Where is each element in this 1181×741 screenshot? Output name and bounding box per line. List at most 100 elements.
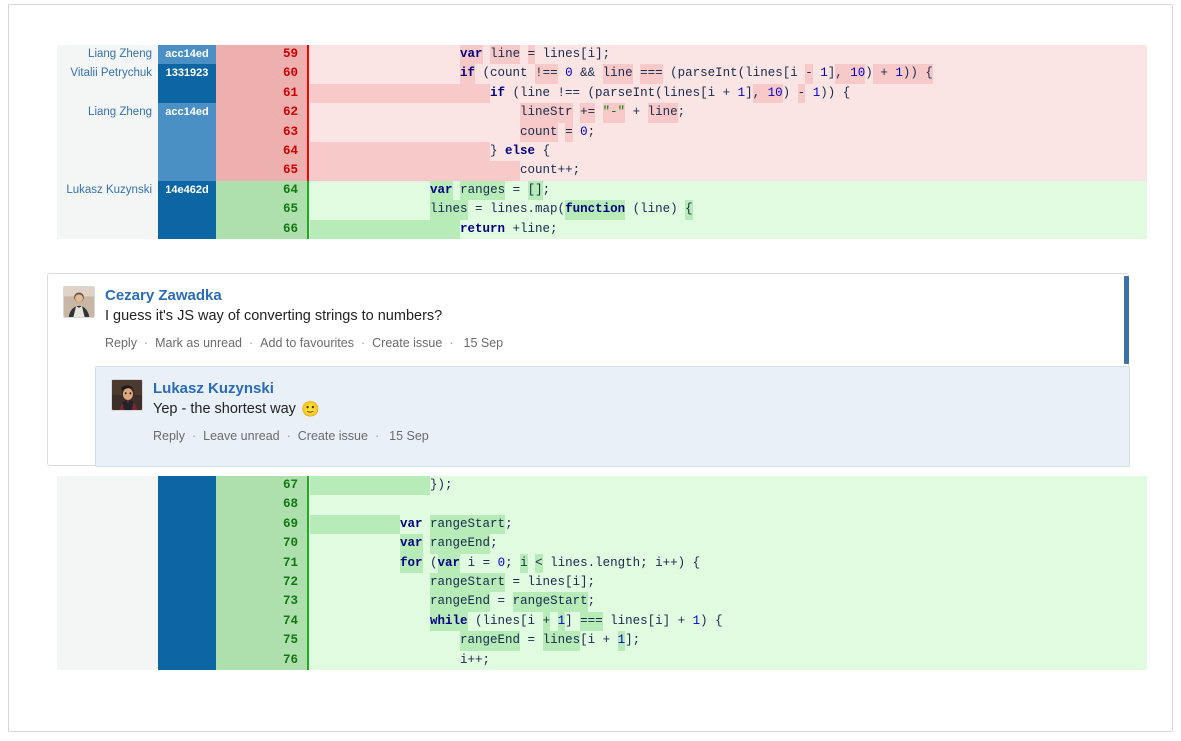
code-token: ) {	[700, 613, 723, 628]
diff-row[interactable]: 63 count = 0;	[57, 122, 1147, 142]
blame-commit-hash	[158, 83, 216, 104]
code-token: if	[460, 64, 476, 84]
action-add-to-favourites[interactable]: Add to favourites	[260, 336, 354, 350]
blame-commit-hash	[158, 200, 216, 220]
diff-row[interactable]: 74 while (lines[i + 1] === lines[i] + 1)…	[57, 611, 1147, 632]
code-token: {	[685, 200, 693, 220]
avatar[interactable]	[63, 286, 95, 318]
code-token	[528, 554, 536, 573]
line-number: 70	[216, 534, 307, 554]
code-token: <	[535, 553, 543, 573]
blame-author	[57, 219, 158, 239]
blame-commit-hash[interactable]: acc14ed	[158, 103, 216, 123]
code-line[interactable]: var line = lines[i];	[307, 45, 1147, 65]
diff-row[interactable]: 65 lines = lines.map(function (line) {	[57, 200, 1147, 220]
diff-row[interactable]: 70 var rangeEnd;	[57, 534, 1147, 554]
diff-row[interactable]: 66 return +line;	[57, 219, 1147, 239]
code-line[interactable]: lines = lines.map(function (line) {	[307, 200, 1147, 220]
code-line[interactable]: if (line !== (parseInt(lines[i + 1], 10)…	[307, 83, 1147, 104]
diff-row[interactable]: 75 rangeEnd = lines[i + 1];	[57, 631, 1147, 651]
blame-author[interactable]: Liang Zheng	[57, 103, 158, 123]
action-create-issue[interactable]: Create issue	[297, 429, 368, 443]
code-line[interactable]: if (count !== 0 && line === (parseInt(li…	[307, 64, 1147, 84]
comment-author-name[interactable]: Lukasz Kuzynski	[153, 380, 274, 397]
code-token: 1	[812, 85, 821, 100]
comment-actions[interactable]: Reply · Leave unread · Create issue · 15…	[153, 429, 429, 443]
code-token: return	[460, 221, 506, 236]
blame-commit-hash[interactable]: acc14ed	[158, 45, 216, 65]
action-leave-unread[interactable]: Leave unread	[203, 429, 280, 443]
blame-author[interactable]: Liang Zheng	[57, 45, 158, 65]
code-token: lines	[542, 631, 581, 651]
diff-row[interactable]: 71 for (var i = 0; i < lines.length; i++…	[57, 553, 1147, 573]
diff-row[interactable]: 67 });	[57, 476, 1147, 496]
code-token: -	[805, 64, 813, 84]
comment-actions[interactable]: Reply · Mark as unread · Add to favourit…	[105, 336, 503, 350]
diff-row[interactable]: 64 } else {	[57, 141, 1147, 162]
comment-author-name[interactable]: Cezary Zawadka	[105, 287, 222, 304]
line-number: 63	[216, 122, 307, 142]
blame-author[interactable]: Lukasz Kuzynski	[57, 180, 158, 201]
action-separator: ·	[143, 336, 149, 350]
action-separator: ·	[449, 336, 454, 350]
code-line[interactable]: rangeEnd = rangeStart;	[307, 592, 1147, 612]
code-line[interactable]: rangeEnd = lines[i + 1];	[307, 631, 1147, 651]
code-token: !==	[535, 64, 558, 84]
code-line[interactable]: var rangeEnd;	[307, 534, 1147, 554]
diff-row[interactable]: 73 rangeEnd = rangeStart;	[57, 592, 1147, 612]
code-line[interactable]: i++;	[307, 650, 1147, 670]
line-number: 76	[216, 650, 307, 670]
action-mark-as-unread[interactable]: Mark as unread	[155, 336, 242, 350]
blame-commit-hash	[158, 495, 216, 515]
code-line[interactable]: count = 0;	[307, 122, 1147, 142]
code-token: count	[520, 163, 558, 178]
code-token	[310, 64, 460, 83]
blame-commit-hash[interactable]: 14e462d	[158, 180, 216, 201]
line-number: 61	[216, 83, 307, 104]
diff-row[interactable]: 72 rangeStart = lines[i];	[57, 572, 1147, 593]
avatar[interactable]	[111, 379, 143, 411]
diff-row[interactable]: 68	[57, 495, 1147, 515]
code-line[interactable]: count++;	[307, 161, 1147, 181]
line-number: 74	[216, 611, 307, 632]
diff-row[interactable]: 69 var rangeStart;	[57, 514, 1147, 535]
code-line[interactable]: rangeStart = lines[i];	[307, 572, 1147, 593]
comment-card-root[interactable]: Cezary Zawadka I guess it's JS way of co…	[47, 273, 1130, 467]
code-line[interactable]: lineStr += "-" + line;	[307, 103, 1147, 123]
blame-author	[57, 514, 158, 535]
code-line[interactable]: var rangeStart;	[307, 514, 1147, 535]
code-token: 0	[565, 66, 573, 81]
code-token: ++;	[557, 163, 581, 178]
code-line[interactable]: });	[307, 476, 1147, 496]
action-create-issue[interactable]: Create issue	[372, 336, 443, 350]
code-token	[423, 534, 431, 553]
code-token: while	[430, 611, 468, 632]
code-token: [i +	[580, 633, 618, 648]
code-token: 1	[820, 66, 828, 81]
code-line[interactable]: for (var i = 0; i < lines.length; i++) {	[307, 553, 1147, 573]
code-line[interactable]: while (lines[i + 1] === lines[i] + 1) {	[307, 611, 1147, 632]
diff-row[interactable]: 65 count++;	[57, 161, 1147, 181]
code-line[interactable]: return +line;	[307, 219, 1147, 239]
code-line[interactable]: } else {	[307, 141, 1147, 162]
diff-row[interactable]: 76 i++;	[57, 650, 1147, 670]
blame-commit-hash[interactable]: 1331923	[158, 64, 216, 84]
action-reply[interactable]: Reply	[153, 429, 185, 443]
comment-reply[interactable]: Lukasz Kuzynski Yep - the shortest way 🙂…	[95, 366, 1130, 467]
code-line[interactable]: var ranges = [];	[307, 180, 1147, 201]
comment-primary[interactable]: Cezary Zawadka I guess it's JS way of co…	[48, 274, 1128, 366]
comment-date: 15 Sep	[389, 429, 429, 443]
code-line[interactable]	[307, 495, 1147, 515]
blame-author[interactable]: Vitalii Petrychuk	[57, 64, 158, 84]
blame-commit-hash	[158, 592, 216, 612]
diff-row[interactable]: 61 if (line !== (parseInt(lines[i + 1], …	[57, 83, 1147, 104]
code-token: []	[527, 180, 543, 201]
action-reply[interactable]: Reply	[105, 336, 137, 350]
